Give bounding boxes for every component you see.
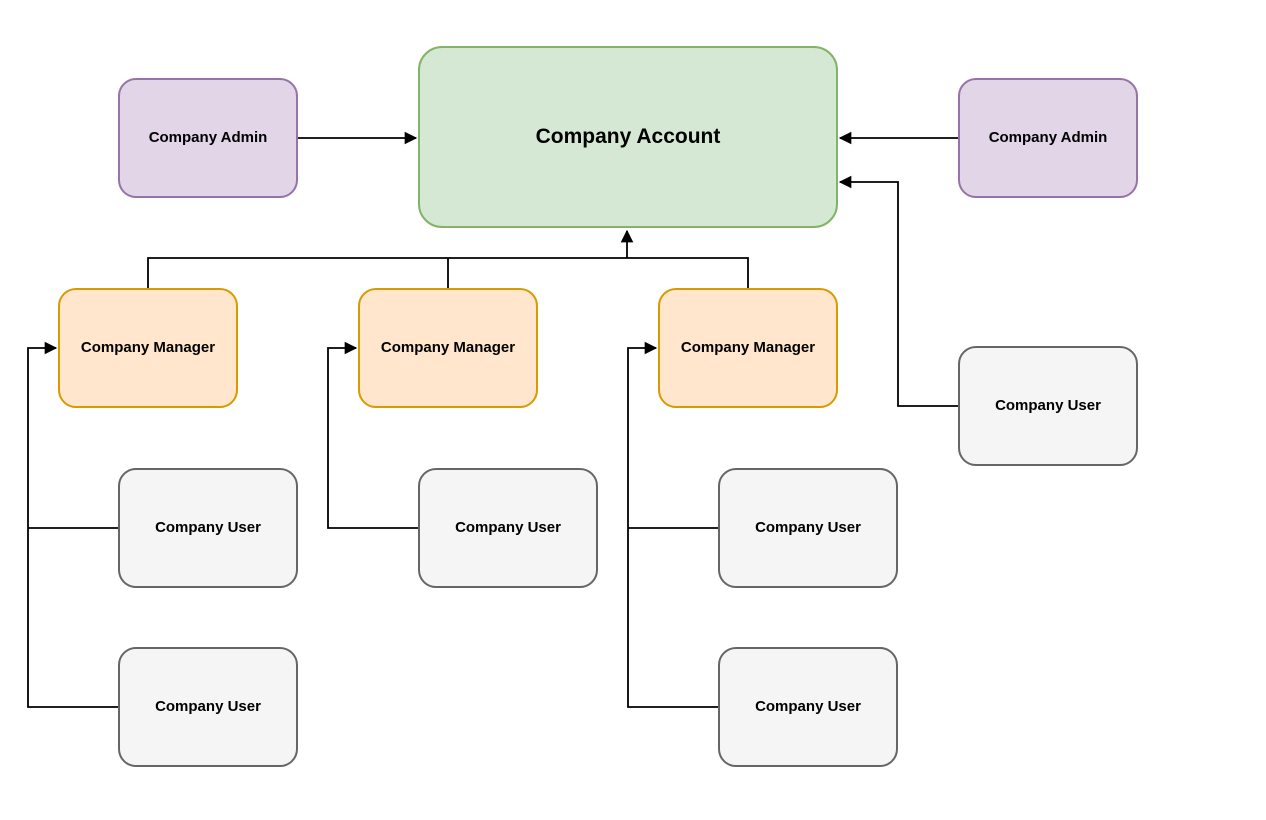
node-company-user-col3-b: Company User: [718, 647, 898, 767]
node-company-manager-2: Company Manager: [358, 288, 538, 408]
node-company-user-col3-a: Company User: [718, 468, 898, 588]
node-company-user-col2-a: Company User: [418, 468, 598, 588]
edge-user-right-to-account: [838, 175, 958, 407]
node-company-manager-3: Company Manager: [658, 288, 838, 408]
node-company-user-col1-b: Company User: [118, 647, 298, 767]
node-company-user-right: Company User: [958, 346, 1138, 466]
node-company-account: Company Account: [418, 46, 838, 228]
edge-managers-bus: [147, 257, 749, 288]
node-company-admin-right: Company Admin: [958, 78, 1138, 198]
node-company-user-col1-a: Company User: [118, 468, 298, 588]
node-company-admin-left: Company Admin: [118, 78, 298, 198]
node-company-manager-1: Company Manager: [58, 288, 238, 408]
